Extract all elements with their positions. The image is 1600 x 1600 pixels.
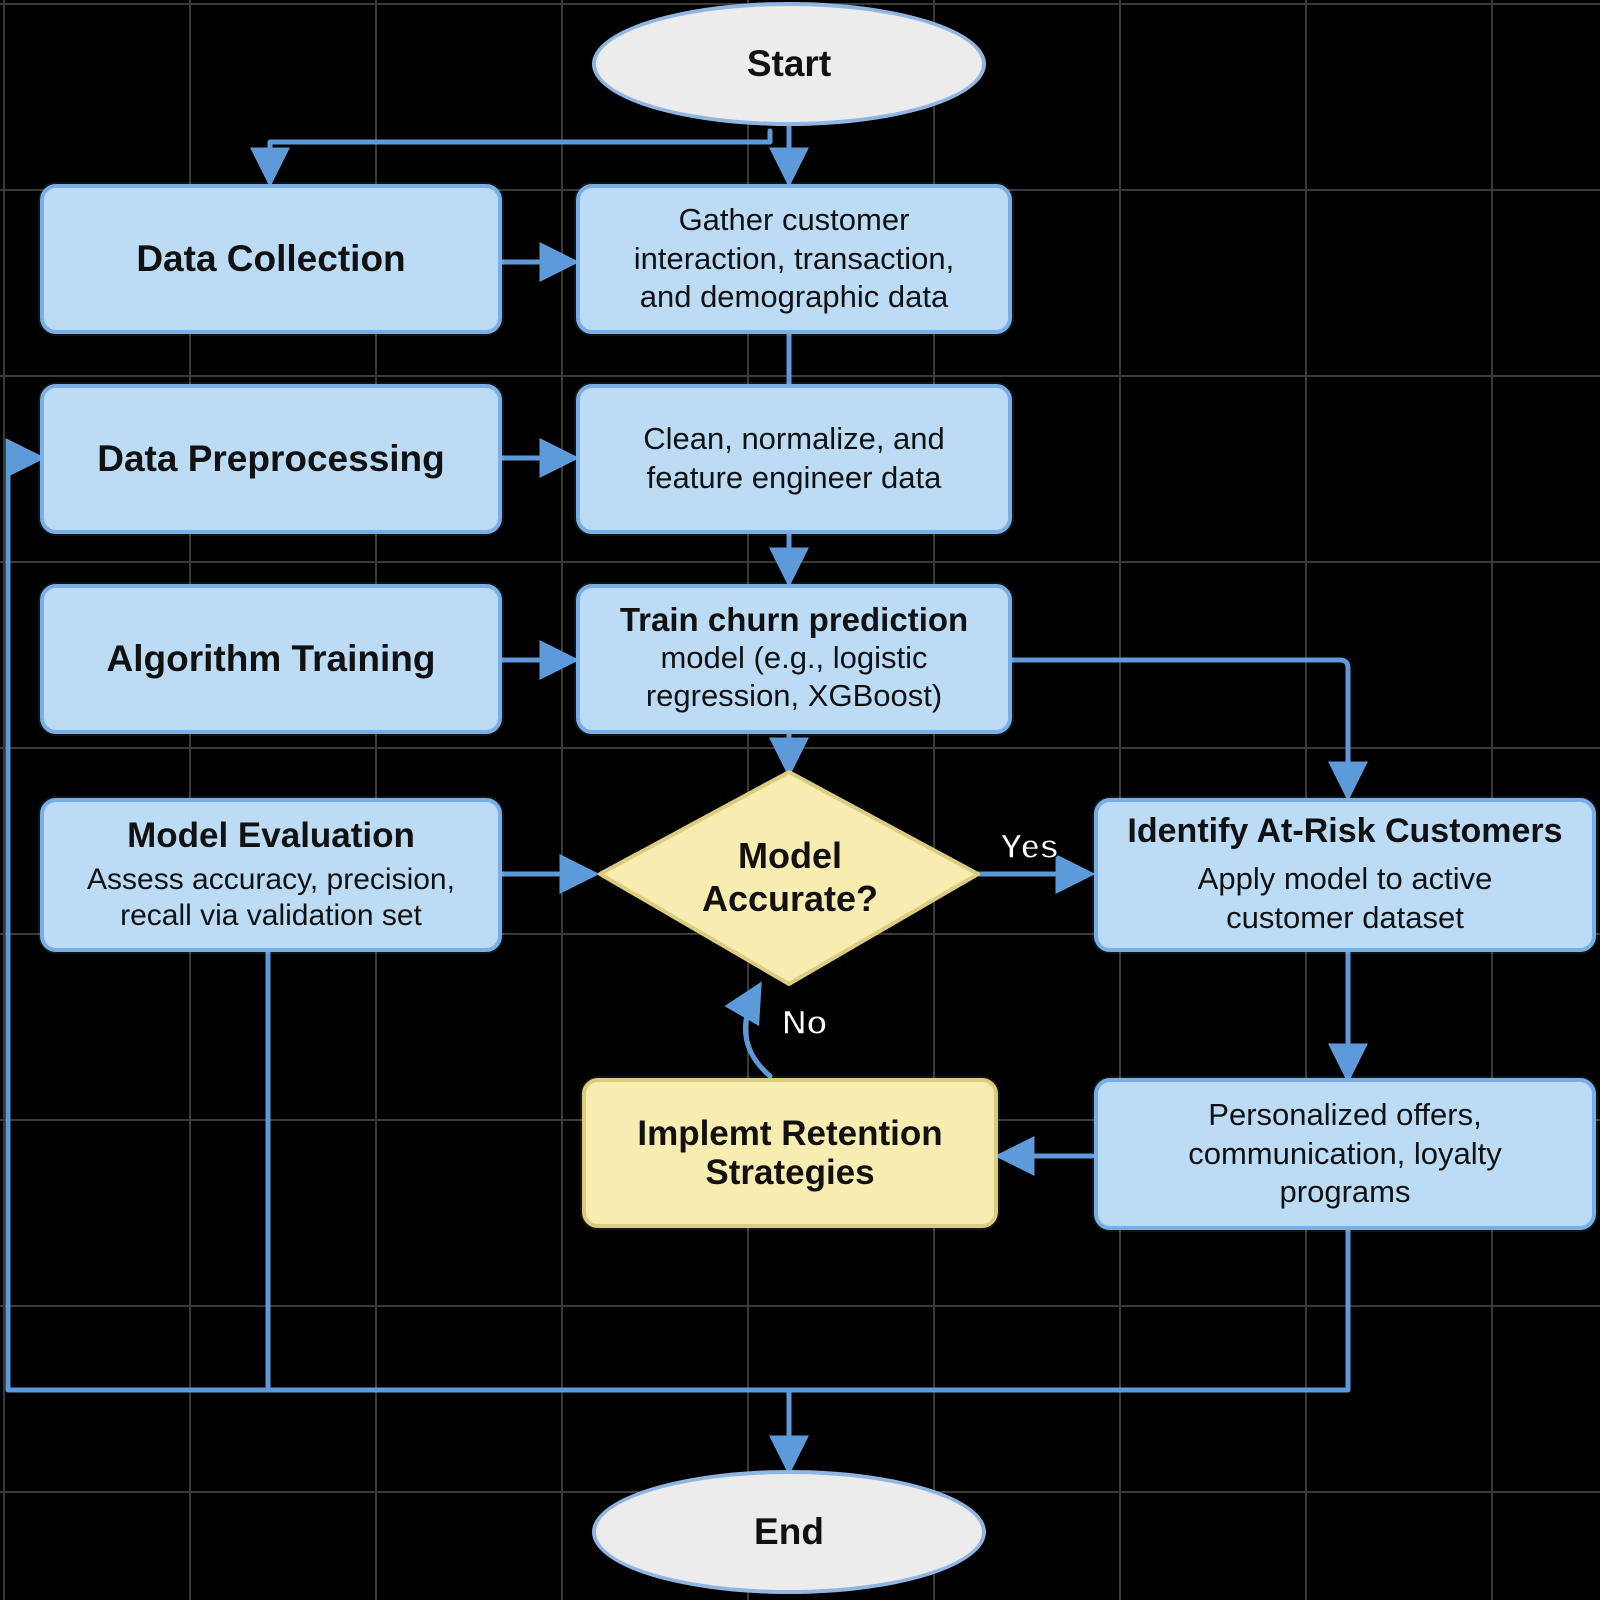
identify-at-risk-detail-2: customer dataset xyxy=(1226,900,1464,936)
connector-retention-no-loop xyxy=(724,981,773,1079)
connector-start-to-collection xyxy=(250,128,773,188)
clean-data-line-2: feature engineer data xyxy=(646,460,942,495)
connector-train-to-identify xyxy=(1009,657,1368,802)
connector-offers-to-bottom xyxy=(265,1227,1351,1393)
algorithm-training-box: Algorithm Training xyxy=(40,584,502,734)
data-collection-label: Data Collection xyxy=(136,238,406,280)
offers-line-1: Personalized offers, xyxy=(1208,1096,1482,1132)
end-node: End xyxy=(592,1470,986,1594)
end-label: End xyxy=(754,1511,824,1553)
train-model-line-2: model (e.g., logistic xyxy=(660,639,928,675)
offers-line-3: programs xyxy=(1279,1174,1411,1210)
start-node: Start xyxy=(592,2,986,126)
retention-strategies-box: Implemt Retention Strategies xyxy=(582,1078,998,1228)
train-model-line-3: regression, XGBoost) xyxy=(645,678,943,714)
gather-data-line-1: Gather customer xyxy=(678,201,910,237)
data-collection-box: Data Collection xyxy=(40,184,502,334)
data-preprocessing-label: Data Preprocessing xyxy=(97,438,445,480)
decision-label: Model Accurate? xyxy=(600,772,980,982)
identify-at-risk-detail-1: Apply model to active xyxy=(1197,861,1493,897)
identify-at-risk-box: Identify At-Risk Customers Apply model t… xyxy=(1094,798,1596,952)
gather-data-box: Gather customer interaction, transaction… xyxy=(576,184,1012,334)
connector-feedback-loop xyxy=(5,438,271,1393)
clean-data-box: Clean, normalize, and feature engineer d… xyxy=(576,384,1012,534)
decision-line-1: Model xyxy=(738,834,842,876)
decision-line-2: Accurate? xyxy=(701,878,879,919)
train-model-line-1: Train churn prediction xyxy=(619,600,969,638)
gather-data-line-3: and demographic data xyxy=(639,279,949,315)
decision-diamond xyxy=(598,770,980,986)
identify-at-risk-title: Identify At-Risk Customers xyxy=(1127,812,1563,851)
personalized-offers-box: Personalized offers, communication, loya… xyxy=(1094,1078,1596,1230)
clean-data-line-1: Clean, normalize, and xyxy=(643,421,945,457)
data-preprocessing-box: Data Preprocessing xyxy=(40,384,502,534)
yes-edge-label: Yes xyxy=(999,827,1059,867)
offers-line-2: communication, loyalty xyxy=(1188,1135,1502,1171)
model-evaluation-title: Model Evaluation xyxy=(127,816,415,856)
retention-line-2: Strategies xyxy=(705,1153,875,1192)
model-evaluation-detail-1: Assess accuracy, precision, xyxy=(87,862,455,896)
start-label: Start xyxy=(746,43,832,85)
model-evaluation-box: Model Evaluation Assess accuracy, precis… xyxy=(40,798,502,952)
algorithm-training-label: Algorithm Training xyxy=(106,638,436,680)
model-evaluation-detail-2: recall via validation set xyxy=(120,898,422,932)
retention-line-1: Implemt Retention xyxy=(637,1113,943,1153)
gather-data-line-2: interaction, transaction, xyxy=(633,240,955,276)
no-edge-label: No xyxy=(781,1003,828,1043)
train-model-box: Train churn prediction model (e.g., logi… xyxy=(576,584,1012,734)
